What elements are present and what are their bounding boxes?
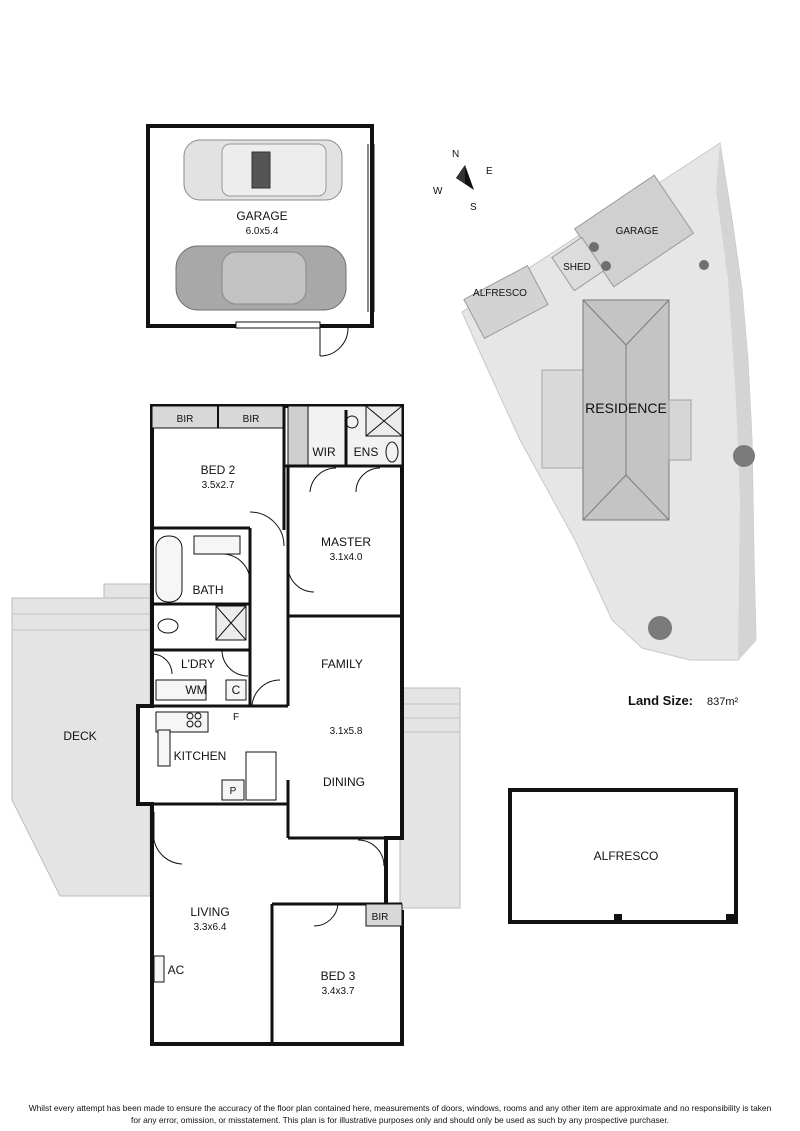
land-size: Land Size: 837m² (628, 693, 738, 708)
laundry-label: L'DRY (181, 657, 215, 671)
compass-s: S (470, 202, 477, 213)
wm-label: WM (185, 683, 206, 697)
living-size: 3.3x6.4 (194, 922, 227, 933)
compass-w: W (433, 186, 443, 197)
bed3-size: 3.4x3.7 (322, 986, 355, 997)
site-alfresco-label: ALFRESCO (473, 288, 527, 299)
deck-label: DECK (63, 729, 96, 743)
land-size-label: Land Size: (628, 693, 694, 708)
disclaimer-line-2: for any error, omission, or misstatement… (131, 1115, 669, 1125)
cupboard-label: C (232, 683, 241, 697)
site-garage-label: GARAGE (616, 226, 659, 237)
master-label: MASTER (321, 535, 371, 549)
fridge-label: F (233, 712, 239, 723)
family-label: FAMILY (321, 657, 363, 671)
bed2-label: BED 2 (201, 463, 236, 477)
family-size: 3.1x5.8 (330, 726, 363, 737)
site-residence-label: RESIDENCE (585, 400, 667, 416)
deck: DECK (11, 583, 151, 897)
pantry-label: P (230, 786, 237, 797)
bath-label: BATH (192, 583, 223, 597)
ens-label: ENS (354, 445, 379, 459)
room-labels: BIR BIR BED 2 3.5x2.7 WIR ENS MASTER 3.1… (168, 414, 389, 997)
dining-label: DINING (323, 775, 365, 789)
alfresco-area: ALFRESCO (508, 788, 738, 924)
living-label: LIVING (190, 905, 229, 919)
ac-label: AC (168, 963, 185, 977)
alfresco-label: ALFRESCO (594, 849, 659, 863)
site-shed-label: SHED (563, 262, 591, 273)
disclaimer-line-1: Whilst every attempt has been made to en… (28, 1103, 772, 1113)
bed2-size: 3.5x2.7 (202, 480, 235, 491)
disclaimer: Whilst every attempt has been made to en… (0, 1102, 800, 1126)
master-size: 3.1x4.0 (330, 552, 363, 563)
wir-label: WIR (312, 445, 336, 459)
bir-1-label: BIR (177, 414, 194, 425)
bed3-label: BED 3 (321, 969, 356, 983)
garage-size: 6.0x5.4 (246, 226, 279, 237)
side-landing (399, 687, 461, 909)
main-house (136, 404, 404, 1046)
land-size-value: 837m² (707, 696, 739, 708)
site-plan: RESIDENCE GARAGE SHED ALFRESCO (461, 142, 757, 661)
garage-label: GARAGE (236, 209, 287, 223)
compass-rose: N E S W (433, 149, 493, 213)
compass-n: N (452, 149, 459, 160)
garage-building: GARAGE 6.0x5.4 (146, 124, 375, 357)
bir-3-label: BIR (372, 912, 389, 923)
kitchen-label: KITCHEN (174, 749, 227, 763)
bir-2-label: BIR (243, 414, 260, 425)
compass-e: E (486, 166, 493, 177)
